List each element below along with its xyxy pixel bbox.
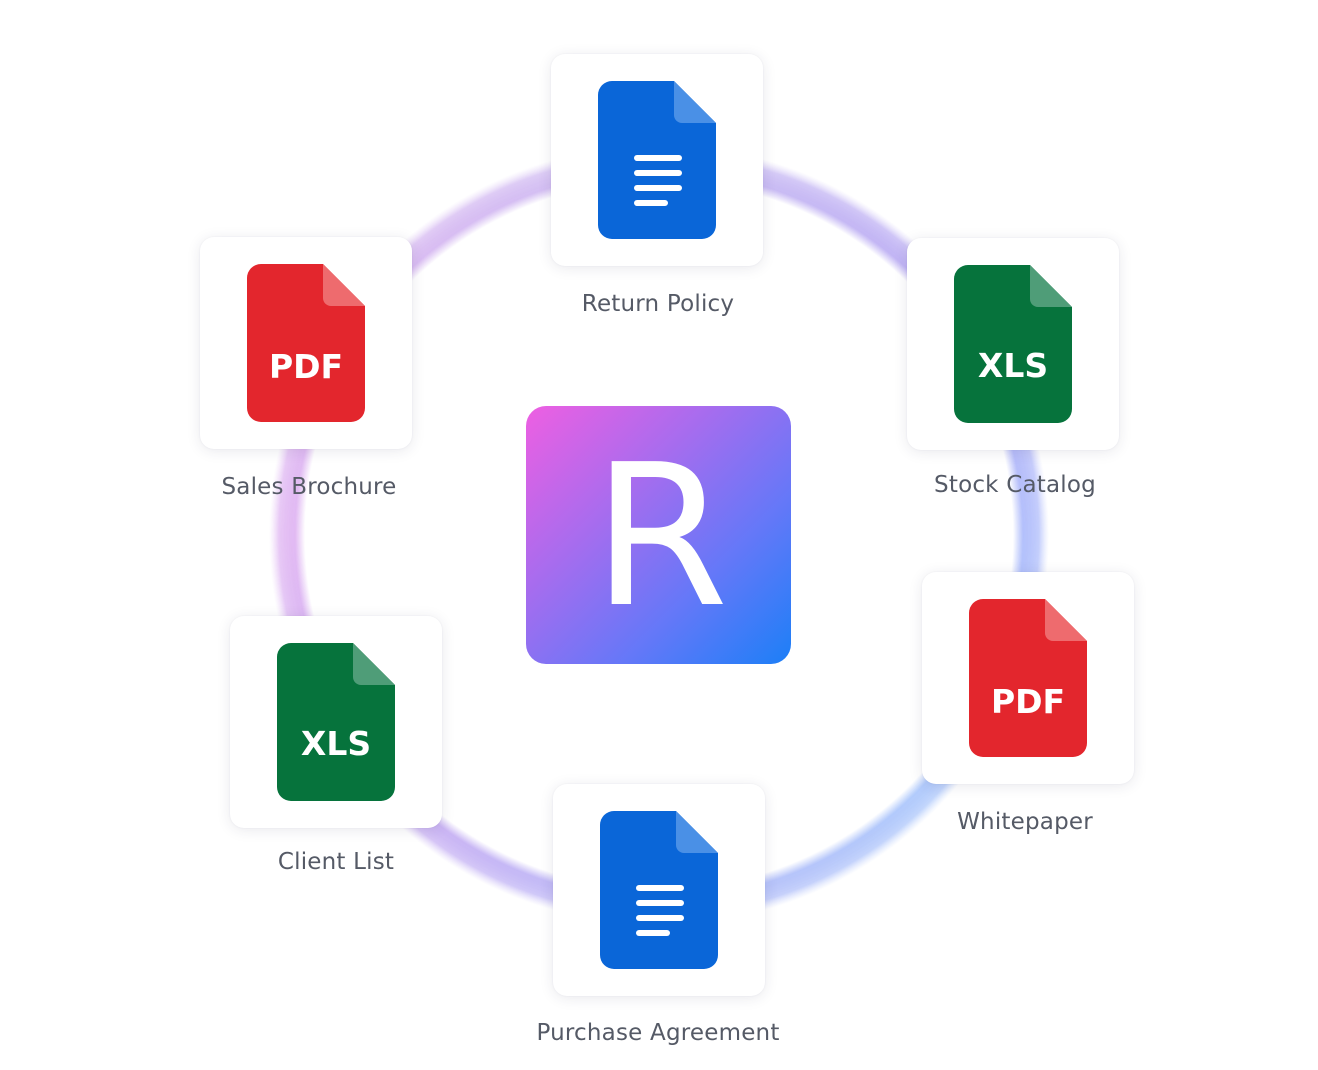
document-label: Whitepaper xyxy=(957,809,1093,835)
file-type-badge: PDF xyxy=(269,347,343,386)
document-card-return-policy[interactable] xyxy=(551,54,763,266)
document-label: Client List xyxy=(277,849,395,875)
document-card-stock-catalog[interactable]: XLS xyxy=(907,238,1119,450)
document-card-purchase-agreement[interactable] xyxy=(553,784,765,996)
xls-file-icon: XLS xyxy=(954,265,1072,423)
pdf-file-icon: PDF xyxy=(969,599,1087,757)
document-label: Purchase Agreement xyxy=(536,1020,780,1046)
document-label: Stock Catalog xyxy=(934,472,1096,498)
document-card-client-list[interactable]: XLS xyxy=(230,616,442,828)
file-type-badge: XLS xyxy=(978,346,1048,385)
google-doc-icon xyxy=(598,81,716,239)
pdf-file-icon: PDF xyxy=(247,264,365,422)
file-type-badge: XLS xyxy=(301,724,371,763)
document-card-whitepaper[interactable]: PDF xyxy=(922,572,1134,784)
google-doc-icon xyxy=(600,811,718,969)
document-label: Return Policy xyxy=(581,291,735,317)
file-type-badge: PDF xyxy=(991,682,1065,721)
hub-logo: R xyxy=(526,406,791,664)
xls-file-icon: XLS xyxy=(277,643,395,801)
hub-logo-letter: R xyxy=(592,423,729,651)
document-card-sales-brochure[interactable]: PDF xyxy=(200,237,412,449)
document-label: Sales Brochure xyxy=(221,474,397,500)
